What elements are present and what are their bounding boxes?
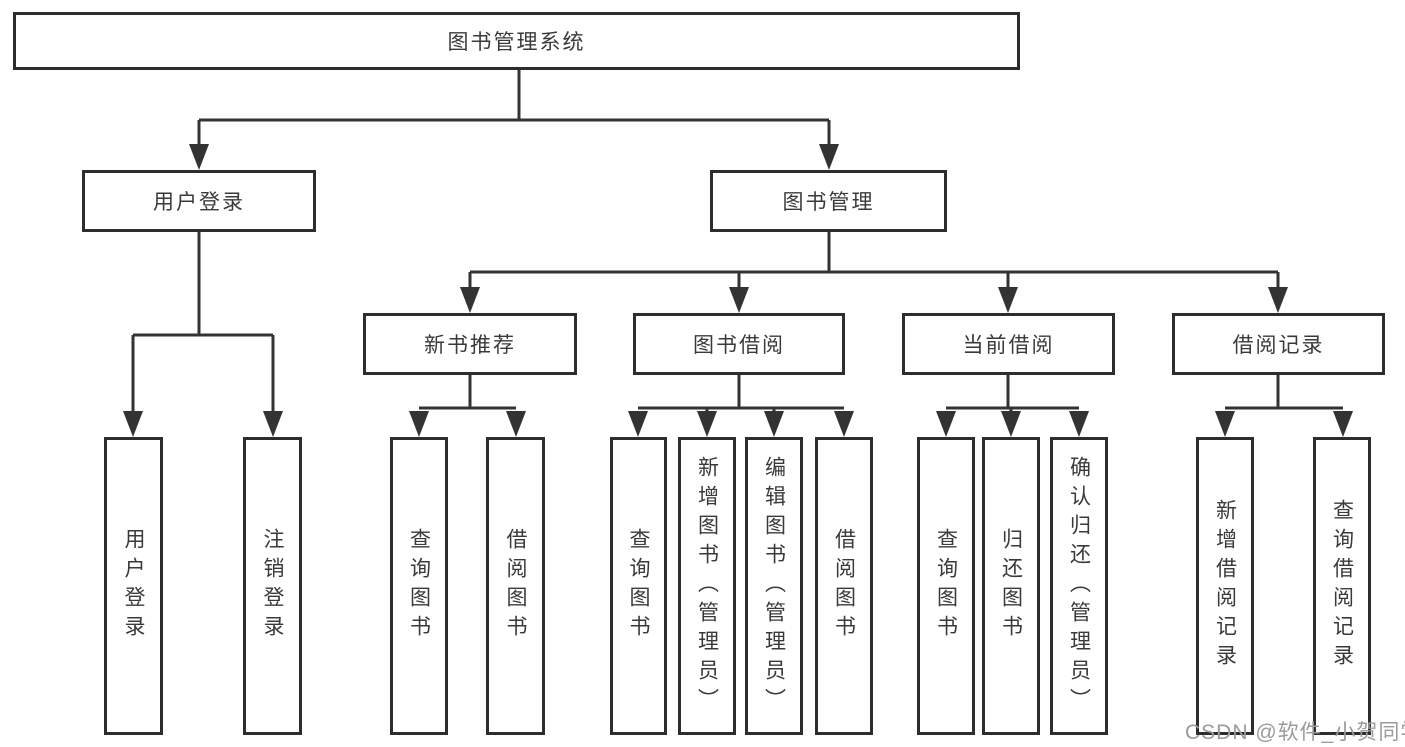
leaf-query-books-recommend: 查询图书	[390, 437, 448, 735]
leaf-return-books: 归还图书	[982, 437, 1040, 735]
node-label: 查询图书	[934, 528, 958, 644]
node-label: 用户登录	[122, 528, 145, 644]
node-borrow-records: 借阅记录	[1172, 313, 1385, 375]
node-book-borrow: 图书借阅	[633, 313, 845, 375]
node-label: 查询图书	[627, 528, 650, 644]
leaf-confirm-return-admin: 确认归还（管理员）	[1050, 437, 1108, 735]
node-label: 图书借阅	[693, 334, 785, 357]
node-label: 查询图书	[407, 528, 431, 644]
node-label: 图书管理	[782, 191, 875, 214]
node-label: 新增借阅记录	[1213, 499, 1237, 673]
node-label: 查询借阅记录	[1330, 499, 1354, 673]
node-current-borrow: 当前借阅	[902, 313, 1115, 375]
node-library-system: 图书管理系统	[13, 12, 1020, 70]
node-label: 新增图书（管理员）	[695, 455, 719, 717]
leaf-query-books-current: 查询图书	[917, 437, 975, 735]
node-label: 确认归还（管理员）	[1067, 455, 1091, 717]
node-user-login: 用户登录	[82, 170, 316, 232]
leaf-query-books-borrow: 查询图书	[610, 437, 667, 735]
leaf-borrow-books: 借阅图书	[815, 437, 873, 735]
node-label: 用户登录	[153, 191, 245, 214]
node-book-management: 图书管理	[710, 170, 947, 232]
node-label: 借阅图书	[832, 528, 856, 644]
node-label: 注销登录	[261, 528, 284, 644]
leaf-logout: 注销登录	[243, 437, 302, 735]
node-label: 编辑图书（管理员）	[762, 455, 786, 717]
leaf-query-borrow-record: 查询借阅记录	[1313, 437, 1371, 735]
node-new-book-recommend: 新书推荐	[363, 313, 577, 375]
csdn-watermark: CSDN @软件_小贺同学	[1185, 721, 1405, 744]
node-label: 归还图书	[999, 528, 1023, 644]
leaf-edit-book-admin: 编辑图书（管理员）	[745, 437, 803, 735]
node-label: 当前借阅	[962, 334, 1055, 357]
node-label: 借阅图书	[504, 528, 527, 644]
leaf-add-book-admin: 新增图书（管理员）	[678, 437, 736, 735]
leaf-user-login: 用户登录	[104, 437, 163, 735]
node-label: 图书管理系统	[447, 31, 586, 54]
leaf-borrow-books-recommend: 借阅图书	[486, 437, 545, 735]
leaf-add-borrow-record: 新增借阅记录	[1196, 437, 1254, 735]
node-label: 新书推荐	[424, 334, 516, 357]
node-label: 借阅记录	[1232, 334, 1325, 357]
